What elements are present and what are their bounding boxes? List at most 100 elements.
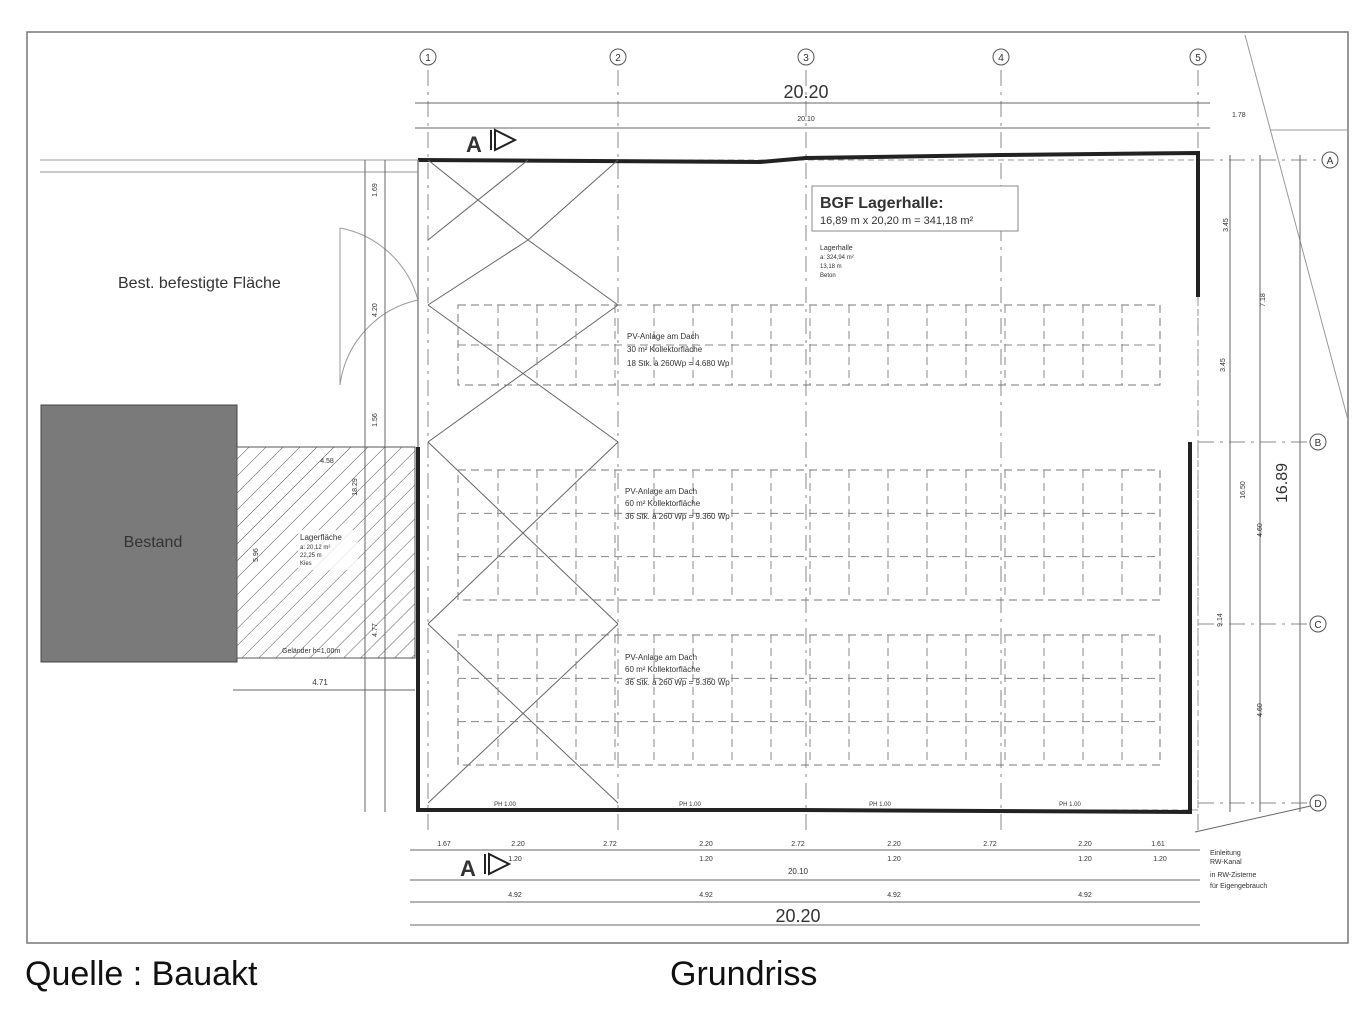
drain-note-line: Einleitung xyxy=(1210,850,1241,857)
dim-bottom-window: 1.20 xyxy=(508,856,522,863)
bgf-formula: 16,89 m x 20,20 m = 341,18 m² xyxy=(820,215,974,227)
pv-field xyxy=(457,469,1161,601)
building-walls xyxy=(416,150,1200,815)
drain-note: Einleitung RW-Kanal in RW-Zisterne für E… xyxy=(1194,804,1316,890)
dim-bottom-inner: 20.10 xyxy=(788,867,809,876)
section-mark-top: A xyxy=(466,128,518,157)
axis-bubble-icon xyxy=(1321,151,1339,169)
existing-building-label: Bestand xyxy=(124,534,183,551)
section-mark-bottom: A xyxy=(460,852,512,881)
hall-room-label: Lagerhalle xyxy=(820,245,853,252)
dim-bottom-window: 1.20 xyxy=(887,856,901,863)
pv-field xyxy=(457,634,1161,766)
dim-left-part: 4.77 xyxy=(372,623,379,637)
axis-column-label: 1 xyxy=(425,53,431,64)
axis-column-label: 4 xyxy=(998,53,1004,64)
axis-bubble-icon xyxy=(609,48,627,66)
dim-bottom-total: 20.20 xyxy=(775,906,820,926)
paved-area-label: Best. befestigte Fläche xyxy=(118,275,281,292)
dim-top-inner: 20.10 xyxy=(797,116,815,123)
axis-column-label: 3 xyxy=(803,53,809,64)
pv-label-line: PV-Anlage am Dach xyxy=(627,332,699,341)
dim-left-part: 18.29 xyxy=(352,478,359,496)
drain-note-line: in RW-Zisterne xyxy=(1210,872,1257,879)
pv-field-2-label: PV-Anlage am Dach 60 m² Kollektorfläche … xyxy=(625,487,730,521)
dim-right-inner: 16.50 xyxy=(1240,481,1247,499)
drain-note-line: für Eigengebrauch xyxy=(1210,883,1267,890)
pv-field-3-label: PV-Anlage am Dach 60 m² Kollektorfläche … xyxy=(625,653,730,687)
storage-room-label: Lagerfläche xyxy=(300,533,342,542)
wall-bracing xyxy=(427,159,619,804)
pv-label-line: PV-Anlage am Dach xyxy=(625,487,697,496)
pv-label-line: PV-Anlage am Dach xyxy=(625,653,697,662)
axis-column-label: 2 xyxy=(615,53,621,64)
axis-bubble-icon xyxy=(1309,794,1327,812)
pv-label-line: 60 m² Kollektorfläche xyxy=(625,499,701,508)
pv-label-line: 18 Stk. à 260Wp = 4.680 Wp xyxy=(627,359,730,368)
axis-row-label: D xyxy=(1314,799,1321,810)
dim-bottom-segment: 2.72 xyxy=(603,841,617,848)
storage-room-perimeter: 22,25 m xyxy=(300,553,322,559)
dim-right-part: 4.60 xyxy=(1257,703,1264,717)
sill-height-label: PH 1.00 xyxy=(679,802,701,808)
dim-top-total: 20.20 xyxy=(783,82,828,102)
dim-bottom-segment: 2.20 xyxy=(699,841,713,848)
axis-row-label: C xyxy=(1314,620,1321,631)
axis-row-label: B xyxy=(1315,438,1322,449)
dim-bottom-bay: 4.92 xyxy=(1078,892,1092,899)
sill-height-label: PH 1.00 xyxy=(494,802,516,808)
axis-bubble-icon xyxy=(1189,48,1207,66)
hall-room-perimeter: 13,18 m xyxy=(820,264,842,270)
pv-label-line: 30 m² Kollektorfläche xyxy=(627,345,703,354)
dim-right-total: 16.89 xyxy=(1274,463,1291,503)
pv-label-line: 60 m² Kollektorfläche xyxy=(625,665,701,674)
pv-panel-grid xyxy=(457,304,1161,766)
dim-right-part: 3.45 xyxy=(1220,358,1227,372)
axis-bubble-icon xyxy=(1309,433,1327,451)
dim-bottom-segment: 2.20 xyxy=(511,841,525,848)
pv-label-line: 36 Stk. à 260 Wp = 9.360 Wp xyxy=(625,512,730,521)
figure-title: Grundriss xyxy=(670,955,818,993)
dim-bottom-window: 1.20 xyxy=(699,856,713,863)
storage-width-dim: 4.58 xyxy=(320,458,334,465)
storage-room-area: a: 20,12 m² xyxy=(300,545,330,551)
dim-bottom-bay: 4.92 xyxy=(887,892,901,899)
pv-label-line: 36 Stk. à 260 Wp = 9.360 Wp xyxy=(625,678,730,687)
source-caption: Quelle : Bauakt xyxy=(25,955,258,993)
dim-top-right: 1.78 xyxy=(1232,112,1246,119)
dim-bottom-window: 1.20 xyxy=(1078,856,1092,863)
dim-left-part: 1.69 xyxy=(372,183,379,197)
dim-bottom-bay: 4.92 xyxy=(508,892,522,899)
dim-bottom-segment: 1.61 xyxy=(1151,841,1165,848)
dim-right-part: 9.14 xyxy=(1217,613,1224,627)
dim-right-part: 4.60 xyxy=(1257,523,1264,537)
dim-bottom-segment: 2.20 xyxy=(887,841,901,848)
storage-bottom-dim: 4.71 xyxy=(312,678,328,687)
dim-right-part: 7.18 xyxy=(1260,293,1267,307)
dimension-lines xyxy=(364,102,1301,926)
axis-bubble-icon xyxy=(797,48,815,66)
dim-bottom-bay: 4.92 xyxy=(699,892,713,899)
axis-bubble-icon xyxy=(992,48,1010,66)
dim-bottom-segment: 1.67 xyxy=(437,841,451,848)
dim-left-part: 4.20 xyxy=(372,303,379,317)
axis-bubble-icon xyxy=(1309,615,1327,633)
section-letter: A xyxy=(460,856,476,881)
storage-room-surface: Kies xyxy=(300,561,312,567)
hall-room-surface: Beton xyxy=(820,273,836,279)
hall-room-area: a: 324,94 m² xyxy=(820,255,854,261)
railing-note: Geländer h=1,00m xyxy=(282,648,340,655)
dim-bottom-segment: 2.72 xyxy=(791,841,805,848)
pv-field-1-label: PV-Anlage am Dach 30 m² Kollektorfläche … xyxy=(627,332,730,368)
dim-storage-depth: 5.96 xyxy=(253,548,260,562)
bgf-title: BGF Lagerhalle: xyxy=(820,195,944,212)
dim-bottom-segment: 2.20 xyxy=(1078,841,1092,848)
existing-building xyxy=(40,404,238,663)
bgf-box xyxy=(811,185,1019,232)
dim-bottom-window: 1.20 xyxy=(1153,856,1167,863)
section-letter: A xyxy=(466,132,482,157)
sill-height-label: PH 1.00 xyxy=(869,802,891,808)
dim-bottom-segment: 2.72 xyxy=(983,841,997,848)
